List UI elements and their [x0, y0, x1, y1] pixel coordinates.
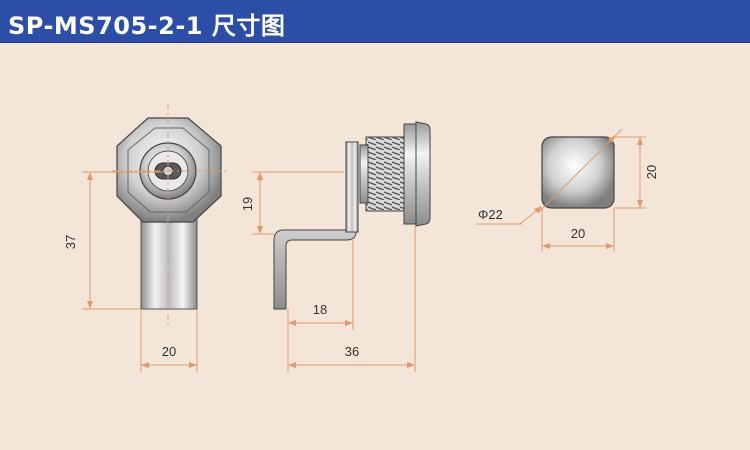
- end-view: Φ22 20 20: [476, 128, 659, 252]
- side-view: 19 18 36: [240, 121, 431, 372]
- title-bar: SP-MS705-2-1 尺寸图: [0, 0, 750, 43]
- side-thread: [365, 136, 407, 212]
- side-cam-arm: [273, 141, 357, 310]
- page-title: SP-MS705-2-1 尺寸图: [8, 12, 286, 40]
- side-dim-arm: 18: [313, 302, 327, 317]
- dimension-drawing: 37 20 19 18 36: [63, 104, 659, 372]
- side-head: [415, 121, 431, 227]
- end-dim-width: 20: [571, 226, 585, 241]
- end-dim-height: 20: [644, 165, 659, 179]
- front-dim-width: 20: [162, 344, 176, 359]
- side-dim-total: 36: [345, 344, 359, 359]
- end-dim-diameter: Φ22: [478, 207, 503, 222]
- front-dim-height: 37: [63, 235, 78, 249]
- front-view: 37 20: [63, 104, 226, 372]
- side-dim-offset: 19: [240, 197, 255, 211]
